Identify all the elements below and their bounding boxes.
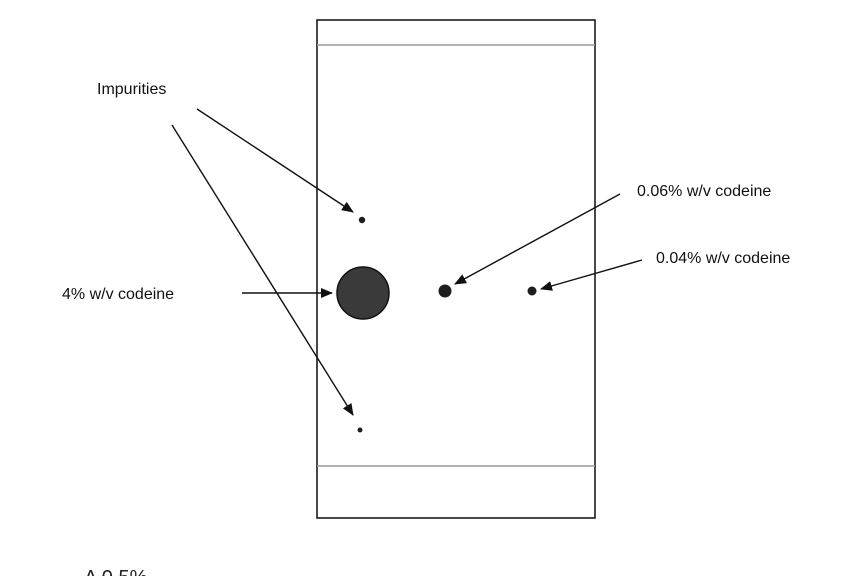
arrow-0-04-percent (540, 259, 643, 291)
tlc-plate (316, 19, 596, 519)
spot-impurity-upper (358, 216, 366, 224)
spot-impurity-lower (357, 427, 363, 433)
spot-4-percent-codeine (336, 266, 390, 320)
spot-0-06-percent-codeine (438, 284, 452, 298)
label-impurities: Impurities (97, 81, 166, 98)
spot-0-04-percent-codeine (527, 286, 537, 296)
label-0-06-percent-codeine: 0.06% w/v codeine (637, 183, 771, 200)
arrow-impurity-upper (196, 108, 354, 213)
label-0-04-percent-codeine: 0.04% w/v codeine (656, 250, 790, 267)
arrow-0-06-percent (454, 193, 621, 285)
arrow-impurity-lower (171, 124, 354, 416)
caption-partial: A 0.5% (84, 567, 148, 576)
label-4-percent-codeine: 4% w/v codeine (62, 286, 174, 303)
